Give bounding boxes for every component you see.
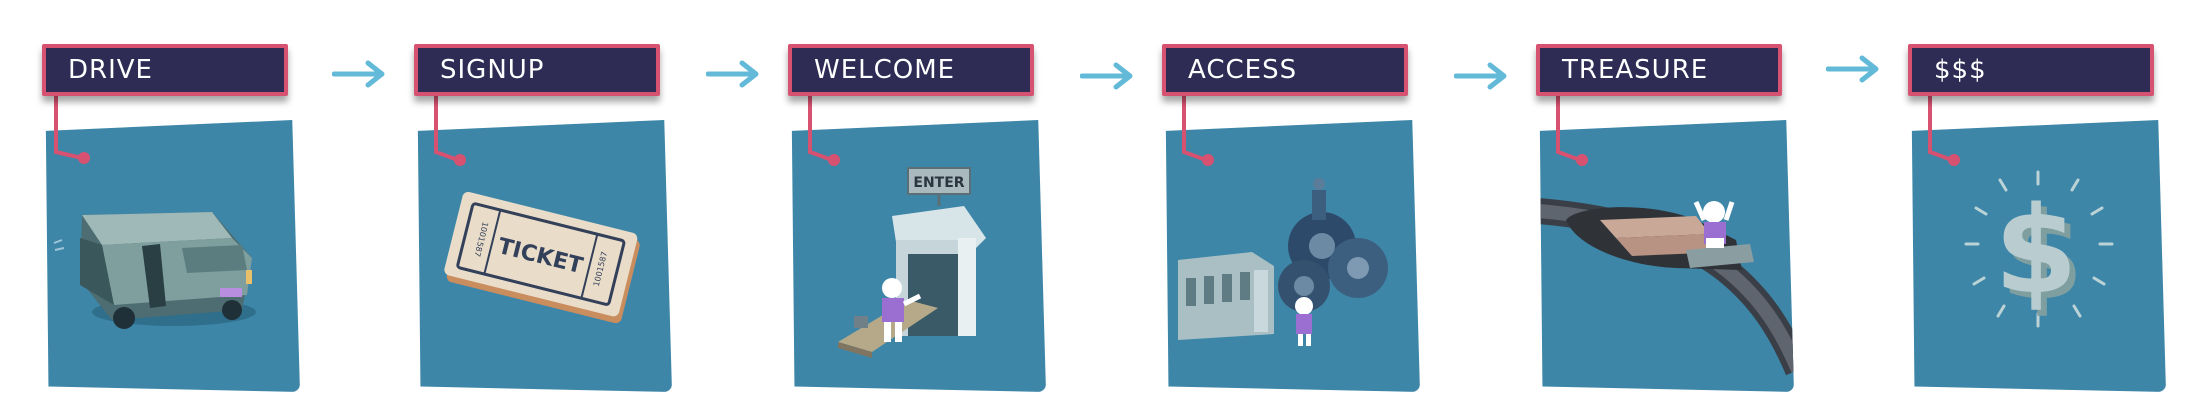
step-drive: DRIVE xyxy=(42,0,322,413)
step-label: DRIVE xyxy=(42,44,288,96)
step-label: TREASURE xyxy=(1536,44,1782,96)
step-label: WELCOME xyxy=(788,44,1034,96)
step-label: ACCESS xyxy=(1162,44,1408,96)
step-label: SIGNUP xyxy=(414,44,660,96)
arrow-icon xyxy=(1454,61,1508,91)
arrow-icon xyxy=(1826,54,1880,84)
arrow-icon xyxy=(1080,61,1134,91)
step-welcome: ENTER WELCOME xyxy=(788,0,1068,413)
step-treasure: TREASURE xyxy=(1536,0,1816,413)
step-label: $$$ xyxy=(1908,44,2154,96)
step-money: $ $ $$$ xyxy=(1908,0,2188,413)
arrow-icon xyxy=(706,59,760,89)
arrow-icon xyxy=(332,59,386,89)
svg-text:$: $ xyxy=(1994,182,2078,321)
step-access: ACCESS xyxy=(1162,0,1442,413)
enter-sign-text: ENTER xyxy=(913,175,964,191)
step-signup: TICKET 1001587 1001587 SIGNUP xyxy=(414,0,694,413)
